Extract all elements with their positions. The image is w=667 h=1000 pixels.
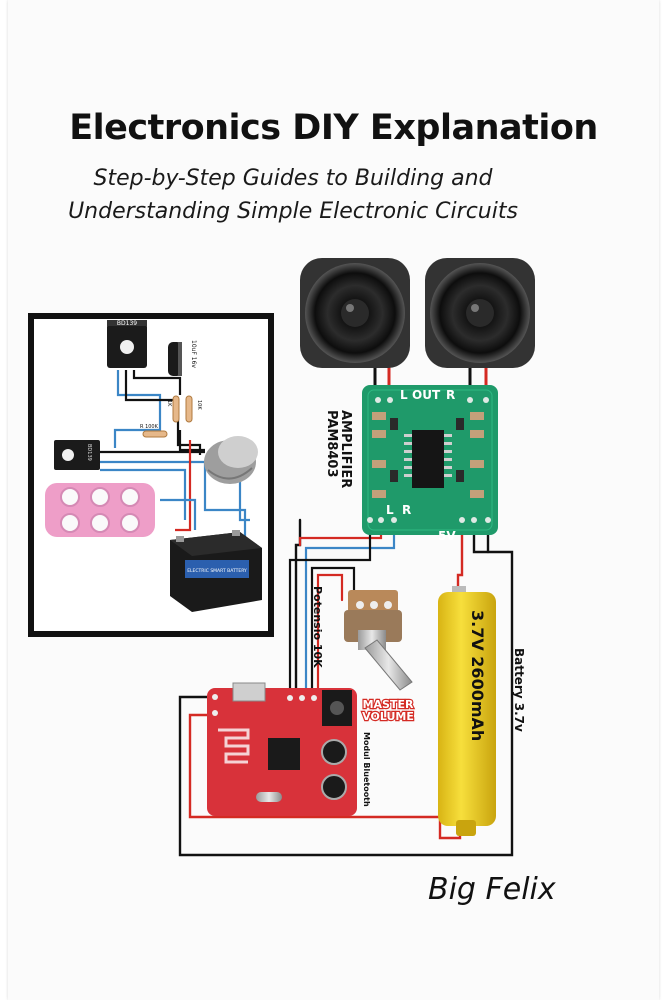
schematic-panel: BD139 10uF 16v 1K 10K R 100K BD139	[28, 313, 274, 637]
book-subtitle: Step-by-Step Guides to Building and Unde…	[0, 162, 586, 228]
amp-input-l-label: L	[386, 503, 394, 517]
amp-out-label: OUT	[412, 388, 441, 402]
volume-label: VOLUME	[362, 710, 414, 723]
cell-battery-icon: 3.7V 2600mAh	[438, 586, 496, 836]
amplifier-board-icon: OUT L R L R 5V	[362, 385, 498, 543]
panel-battery-label: ELECTRIC SMART BATTERY	[187, 568, 247, 574]
amp-input-r-label: R	[402, 503, 411, 517]
panel-battery-icon: ELECTRIC SMART BATTERY	[170, 530, 262, 612]
subtitle-line-1: Step-by-Step Guides to Building and	[93, 166, 493, 191]
potentiometer-icon	[344, 590, 413, 691]
transistor-top-label: BD139	[117, 320, 137, 327]
master-volume-label: MASTER VOLUME	[361, 697, 415, 724]
amplifier-label: AMPLIFIER	[338, 410, 353, 488]
transistor-left-icon: BD139	[54, 440, 100, 470]
speaker-right-icon	[425, 258, 535, 368]
capacitor-icon: 10uF 16v	[168, 340, 197, 376]
battery-label: Battery 3.7v	[512, 648, 526, 732]
transistor-left-label: BD139	[86, 444, 92, 461]
microphone-icon	[204, 436, 258, 484]
bluetooth-module-icon	[207, 682, 357, 816]
amp-power-label: 5V	[438, 529, 456, 543]
resistor-icons: 1K 10K R 100K	[140, 395, 202, 438]
potentiometer-label: Potensio 10K	[311, 586, 324, 668]
author-name: Big Felix	[428, 872, 556, 907]
master-label: MASTER	[363, 698, 414, 711]
cell-battery-text: 3.7V 2600mAh	[468, 610, 487, 741]
book-title: Electronics DIY Explanation	[69, 108, 598, 148]
transistor-top-icon: BD139	[107, 320, 147, 368]
led-module-icon	[45, 483, 155, 537]
resistor-c-label: R 100K	[140, 424, 159, 430]
capacitor-label: 10uF 16v	[190, 340, 197, 368]
resistor-b-label: 10K	[196, 400, 202, 410]
bluetooth-label: Modul Bluetooth	[362, 732, 371, 807]
subtitle-line-2: Understanding Simple Electronic Circuits	[68, 199, 518, 224]
resistor-a-label: 1K	[166, 400, 172, 407]
amp-right-out-label: R	[446, 388, 455, 402]
amplifier-model-label: PAM8403	[324, 410, 339, 478]
speaker-left-icon	[300, 258, 410, 368]
amp-left-out-label: L	[400, 388, 408, 402]
